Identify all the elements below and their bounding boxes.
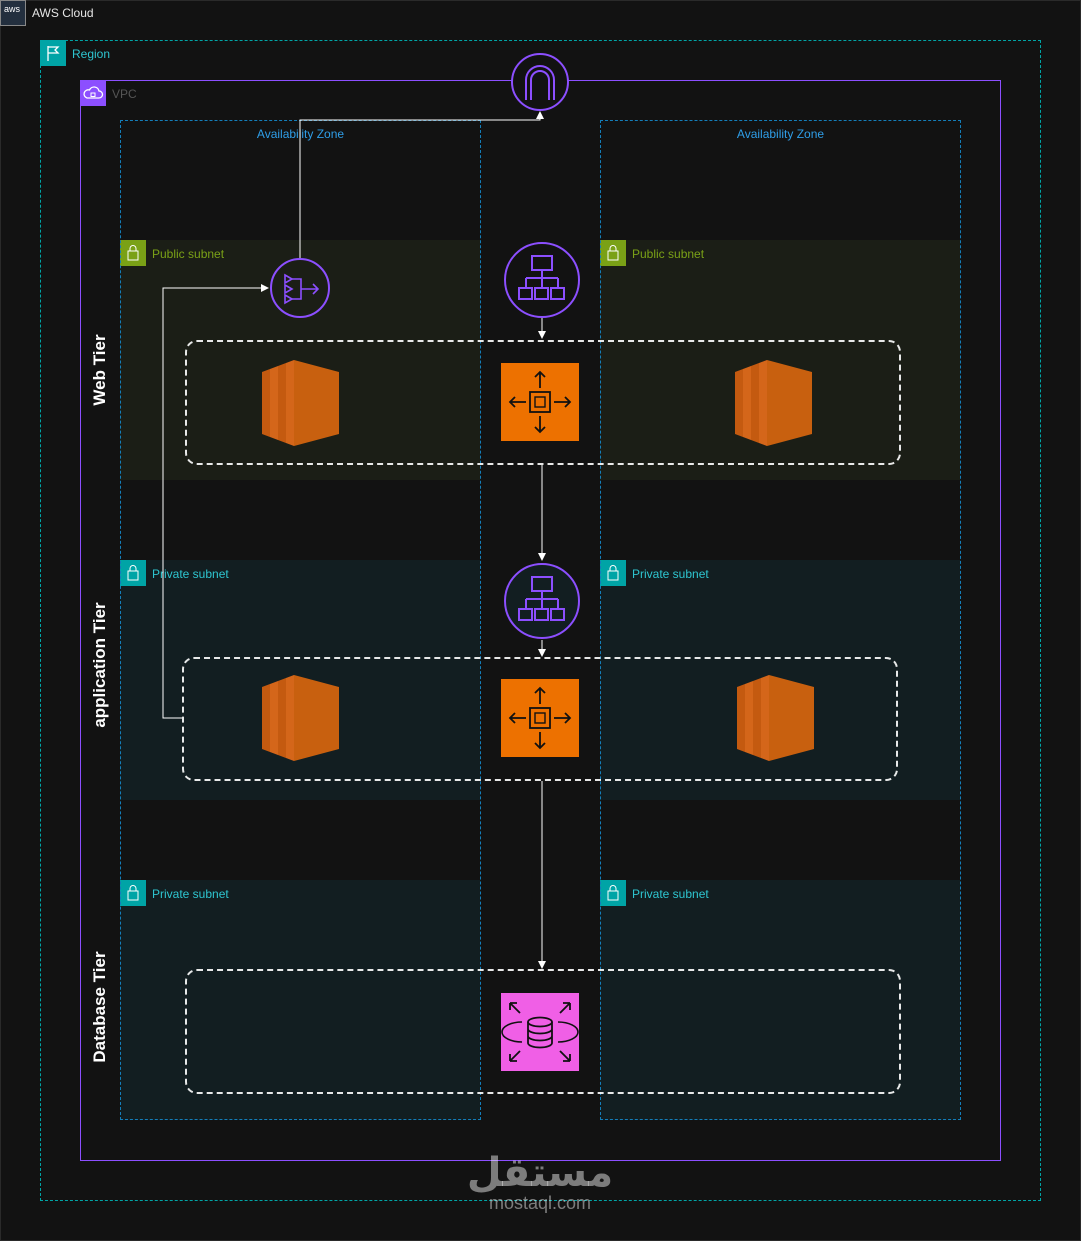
aws-cloud-icon: aws bbox=[0, 0, 26, 26]
region-flag-icon bbox=[40, 40, 66, 66]
private-subnet-db-1 bbox=[120, 880, 480, 1120]
private-subnet-lock-icon bbox=[600, 560, 626, 586]
web-autoscaling-group bbox=[185, 340, 901, 465]
region-label: Region bbox=[72, 47, 111, 61]
public-subnet-lock-icon bbox=[600, 240, 626, 266]
public-subnet-label: Public subnet bbox=[152, 247, 225, 261]
db-group bbox=[185, 969, 901, 1094]
private-subnet-lock-icon bbox=[120, 560, 146, 586]
nat-to-igw-arrow bbox=[299, 111, 544, 258]
aws-cloud-label: AWS Cloud bbox=[32, 6, 94, 20]
watermark-domain: mostaql.com bbox=[488, 1193, 592, 1213]
app-autoscaling-group bbox=[182, 657, 898, 781]
vpc-cloud-icon bbox=[80, 80, 106, 106]
vpc-label: VPC bbox=[112, 87, 137, 101]
region-container bbox=[40, 40, 1041, 1201]
availability-zone-2 bbox=[600, 120, 961, 1120]
private-subnet-label: Private subnet bbox=[152, 887, 229, 901]
private-subnet-label: Private subnet bbox=[152, 567, 229, 581]
private-subnet-label: Private subnet bbox=[632, 887, 709, 901]
private-subnet-label: Private subnet bbox=[632, 567, 709, 581]
private-subnet-lock-icon bbox=[120, 880, 146, 906]
public-subnet-label: Public subnet bbox=[632, 247, 705, 261]
availability-zone-label: Availability Zone bbox=[736, 127, 825, 141]
private-subnet-lock-icon bbox=[600, 880, 626, 906]
watermark-arabic: مستقل bbox=[466, 1151, 614, 1195]
app-to-nat-arrow bbox=[162, 284, 269, 719]
public-subnet-lock-icon bbox=[120, 240, 146, 266]
